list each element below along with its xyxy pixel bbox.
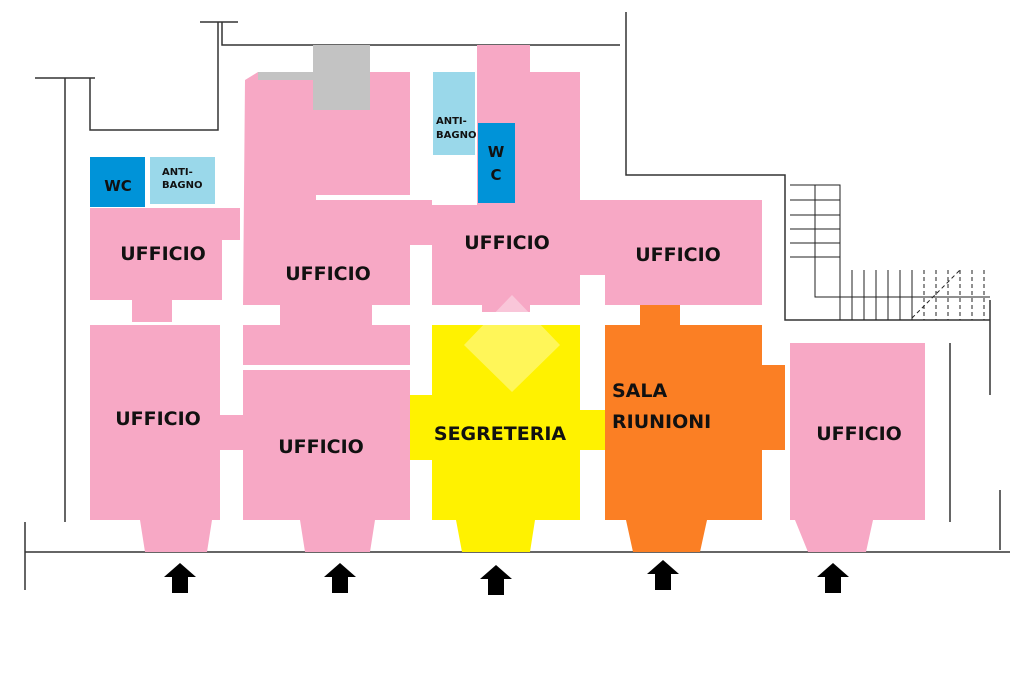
label-antibagno-right-2: BAGNO bbox=[436, 130, 476, 141]
label-office-bottom-left: UFFICIO bbox=[115, 408, 201, 430]
label-antibagno-left-2: BAGNO bbox=[162, 180, 202, 191]
label-office-bottom-mid: UFFICIO bbox=[278, 436, 364, 458]
label-wc-left: WC bbox=[104, 177, 132, 195]
room-office-center[interactable] bbox=[432, 45, 605, 312]
entrance-arrow-icon bbox=[647, 560, 679, 590]
label-wc-right-1: W bbox=[488, 143, 505, 161]
label-office-right-top: UFFICIO bbox=[635, 244, 721, 266]
watermark-logo bbox=[464, 295, 560, 392]
label-antibagno-right-1: ANTI- bbox=[436, 116, 467, 127]
room-office-bottom-right[interactable] bbox=[790, 343, 925, 552]
room-office-right-top[interactable] bbox=[605, 200, 762, 305]
label-riunioni: RIUNIONI bbox=[612, 411, 711, 433]
label-sala: SALA bbox=[612, 380, 667, 402]
room-wc-right[interactable] bbox=[478, 123, 515, 203]
room-wc-left[interactable] bbox=[90, 157, 145, 207]
office-areas bbox=[90, 45, 925, 552]
label-office-top-left: UFFICIO bbox=[120, 243, 206, 265]
room-antibagno-right[interactable] bbox=[433, 72, 475, 155]
room-antibagno-left[interactable] bbox=[150, 157, 215, 204]
shaft bbox=[258, 45, 370, 110]
label-office-mid-left: UFFICIO bbox=[285, 263, 371, 285]
label-wc-right-2: C bbox=[490, 166, 501, 184]
label-office-center: UFFICIO bbox=[464, 232, 550, 254]
room-office-bottom-mid[interactable] bbox=[243, 370, 410, 552]
entrance-arrow-icon bbox=[324, 563, 356, 593]
label-segreteria: SEGRETERIA bbox=[434, 423, 567, 445]
label-office-bottom-right: UFFICIO bbox=[816, 423, 902, 445]
room-sala-riunioni[interactable] bbox=[605, 305, 785, 552]
room-office-mid-left[interactable] bbox=[243, 72, 432, 365]
entrance-arrow-icon bbox=[164, 563, 196, 593]
label-antibagno-left-1: ANTI- bbox=[162, 167, 193, 178]
entrance-arrow-icon bbox=[817, 563, 849, 593]
room-office-top-left[interactable] bbox=[90, 208, 240, 322]
room-segreteria[interactable] bbox=[410, 325, 605, 552]
staircase bbox=[790, 184, 990, 320]
entrance-arrows bbox=[164, 560, 849, 595]
entrance-arrow-icon bbox=[480, 565, 512, 595]
room-office-bottom-left[interactable] bbox=[90, 325, 243, 552]
